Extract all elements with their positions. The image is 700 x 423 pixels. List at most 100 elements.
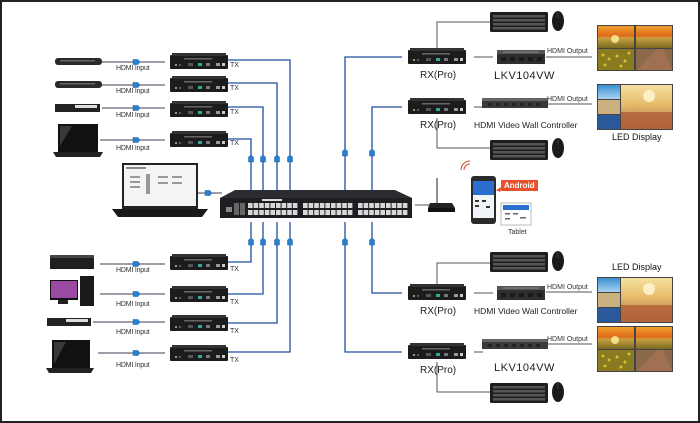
switch-port [374, 210, 380, 215]
switch-port [386, 203, 391, 208]
source-media-player-1 [55, 58, 102, 65]
encoder-tx-6 [170, 286, 228, 302]
keyboard-mouse-1 [490, 10, 565, 32]
hdmi-input-label: HDMI Input [116, 65, 150, 72]
switch-port [319, 203, 325, 208]
sfp-port [234, 203, 239, 215]
switch-port [380, 203, 385, 208]
switch-port [292, 210, 298, 215]
controller-label: LKV104VW [494, 362, 555, 374]
switch-port [303, 203, 308, 208]
display-video-wall-2 [597, 326, 673, 372]
tx-label: TX [230, 299, 239, 306]
hdmi-input-label: HDMI Input [116, 112, 150, 119]
tx-label: TX [230, 266, 239, 273]
switch-port [287, 210, 292, 215]
switch-port [363, 210, 369, 215]
receiver-rx-3 [408, 284, 466, 300]
source-dvd-player-2 [47, 318, 91, 326]
switch-port [319, 210, 325, 215]
switch-port [276, 203, 281, 208]
encoder-tx-5 [170, 254, 228, 270]
switch-port [363, 203, 369, 208]
hdmi-input-label: HDMI Input [116, 329, 150, 336]
encoder-tx-3 [170, 101, 228, 117]
switch-port [248, 210, 253, 215]
switch-port [264, 203, 270, 208]
switch-port [276, 210, 281, 215]
tx-label: TX [230, 62, 239, 69]
switch-port [358, 210, 363, 215]
controller-video-wall-2 [497, 286, 545, 300]
tx-label: TX [230, 85, 239, 92]
switch-port [253, 203, 259, 208]
switch-port [308, 210, 314, 215]
hdmi-output-label: HDMI Output [547, 96, 588, 103]
switch-port [303, 210, 308, 215]
source-laptop-2 [46, 340, 94, 373]
hdmi-output-label: HDMI Output [547, 284, 588, 291]
source-media-player-2 [55, 81, 102, 88]
keyboard-mouse-4 [490, 381, 565, 403]
switch-port [281, 203, 287, 208]
wifi-router [428, 178, 455, 212]
tablet-label: Tablet [508, 229, 527, 236]
encoder-tx-7 [170, 315, 228, 331]
android-badge: Android [501, 180, 538, 191]
receiver-rx-4 [408, 343, 466, 359]
switch-port [380, 210, 385, 215]
switch-port [369, 210, 374, 215]
switch-port [336, 203, 342, 208]
switch-port [325, 203, 330, 208]
switch-port [374, 203, 380, 208]
controller-lkv104vw-2 [482, 339, 548, 349]
keyboard-mouse-2 [490, 137, 565, 160]
hdmi-output-label: HDMI Output [547, 48, 588, 55]
rx-label: RX(Pro) [420, 365, 457, 376]
switch-port [253, 210, 259, 215]
rx-label: RX(Pro) [420, 306, 457, 317]
switch-port [248, 203, 253, 208]
switch-port [347, 210, 353, 215]
led-display-label: LED Display [612, 262, 662, 272]
controller-label: LKV104VW [494, 70, 555, 82]
network-switch [220, 190, 412, 218]
tablet [500, 202, 532, 226]
switch-port [308, 203, 314, 208]
source-laptop-1 [53, 124, 103, 157]
switch-port [347, 203, 353, 208]
switch-port [331, 210, 336, 215]
tx-label: TX [230, 328, 239, 335]
controller-video-wall-1 [482, 98, 548, 108]
switch-port [397, 210, 402, 215]
switch-port [358, 203, 363, 208]
keyboard-mouse-3 [490, 250, 565, 272]
switch-port [397, 203, 402, 208]
switch-port [259, 203, 264, 208]
tx-label: TX [230, 357, 239, 364]
source-desktop-pc [50, 276, 94, 306]
switch-port [336, 210, 342, 215]
receiver-rx-1 [408, 48, 466, 64]
sfp-port [240, 203, 245, 215]
encoder-tx-8 [170, 345, 228, 361]
switch-port [342, 210, 347, 215]
tx-label: TX [230, 140, 239, 147]
switch-port [402, 203, 408, 208]
cables [93, 21, 592, 393]
switch-port [270, 203, 275, 208]
display-led-2 [597, 277, 673, 323]
receiver-rx-2 [408, 98, 466, 114]
controller-label: HDMI Video Wall Controller [474, 120, 578, 130]
switch-port [264, 210, 270, 215]
switch-port [369, 203, 374, 208]
encoder-tx-4 [170, 131, 228, 147]
hdmi-output-label: HDMI Output [547, 336, 588, 343]
switch-port [287, 203, 292, 208]
source-dvd-player-1 [55, 104, 100, 112]
switch-port [325, 210, 330, 215]
switch-port [386, 210, 391, 215]
encoder-tx-1 [170, 53, 228, 69]
rx-label: RX(Pro) [420, 120, 457, 131]
